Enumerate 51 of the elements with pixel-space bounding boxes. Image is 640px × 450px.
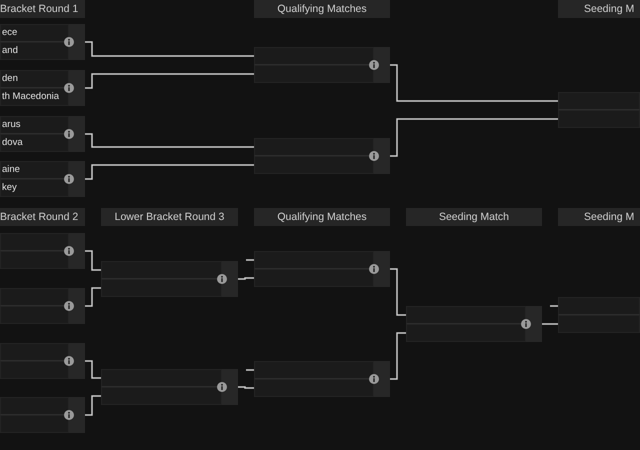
column-header: Lower Bracket Round 3 — [101, 208, 238, 226]
connector-line — [85, 41, 254, 57]
match-card — [0, 161, 85, 197]
match-card — [101, 261, 238, 297]
connector-line — [542, 323, 558, 325]
connector-line — [246, 259, 254, 261]
connector-line — [246, 369, 254, 371]
team-name: ece — [2, 27, 18, 39]
connector-line — [85, 395, 101, 416]
match-card — [101, 369, 238, 405]
team-name: key — [2, 182, 17, 194]
connector-line — [390, 332, 406, 380]
column-header: Seeding M — [558, 0, 640, 18]
team-name: arus — [2, 119, 20, 131]
connector-line — [390, 268, 406, 316]
match-card — [254, 361, 390, 397]
match-card — [0, 288, 85, 324]
match-card — [558, 297, 640, 333]
connector-line — [238, 386, 254, 389]
match-card — [0, 343, 85, 379]
connector-line — [390, 118, 558, 157]
connector-line — [85, 287, 101, 307]
column-header: Bracket Round 1 — [0, 0, 85, 18]
team-name: den — [2, 73, 18, 85]
column-header: Bracket Round 2 — [0, 208, 85, 226]
connector-line — [238, 277, 254, 280]
column-header: Qualifying Matches — [254, 0, 390, 18]
team-name: aine — [2, 164, 20, 176]
connector-line — [85, 164, 254, 180]
match-card — [0, 70, 85, 106]
team-name: th Macedonia — [2, 91, 60, 103]
match-card — [0, 24, 85, 60]
match-card — [0, 116, 85, 152]
connector-line — [85, 133, 254, 148]
match-card — [254, 138, 390, 174]
connector-line — [85, 250, 101, 271]
column-header: Qualifying Matches — [254, 208, 390, 226]
team-name: and — [2, 45, 18, 57]
match-card — [254, 47, 390, 83]
connector-line — [85, 73, 254, 89]
connector-line — [550, 305, 558, 307]
match-card — [558, 92, 640, 128]
match-card — [0, 397, 85, 433]
match-card — [0, 233, 85, 269]
connector-line — [390, 64, 558, 102]
column-header: Seeding M — [558, 208, 640, 226]
connector-line — [85, 360, 101, 379]
team-name: dova — [2, 137, 23, 149]
match-card — [254, 251, 390, 287]
match-card — [406, 306, 542, 342]
column-header: Seeding Match — [406, 208, 542, 226]
